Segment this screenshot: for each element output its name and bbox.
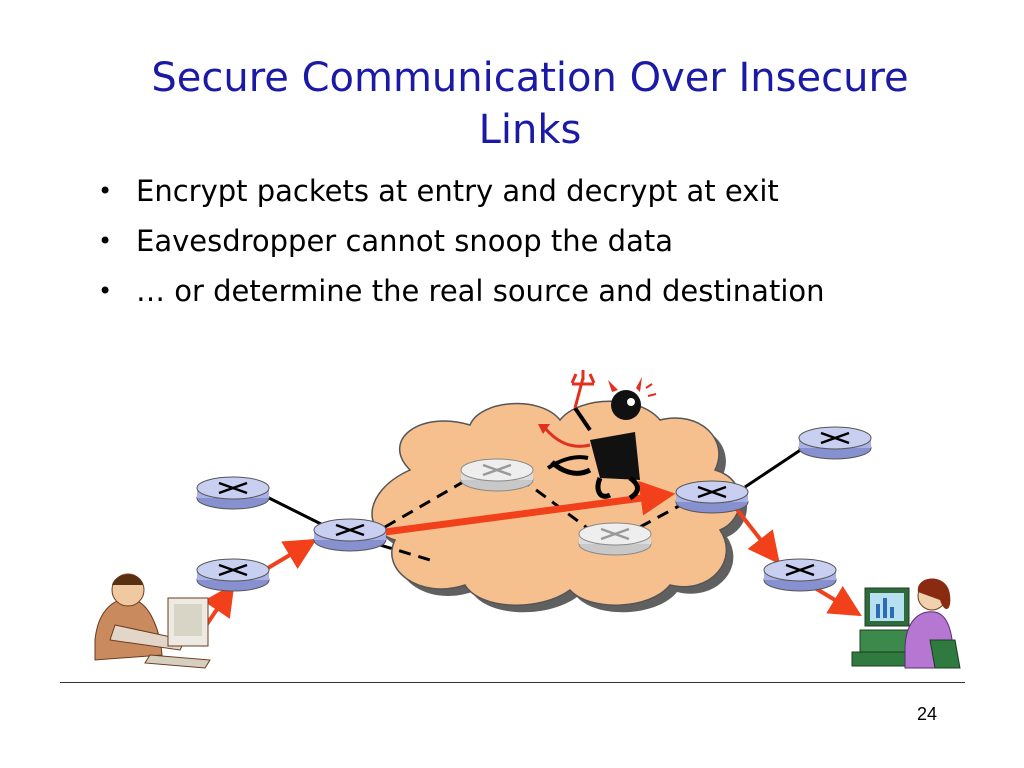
router-icon [460, 458, 534, 492]
packet-arrow [733, 505, 780, 565]
bullet-item: • … or determine the real source and dest… [96, 266, 825, 316]
bullet-text: Eavesdropper cannot snoop the data [136, 224, 673, 258]
router-icon [196, 558, 270, 592]
bullet-text: … or determine the real source and desti… [136, 274, 825, 308]
bullet-dot-icon: • [98, 277, 113, 305]
bullet-item: • Eavesdropper cannot snoop the data [96, 216, 825, 266]
router-icon [196, 476, 270, 510]
devil-eavesdropper-icon [538, 370, 657, 501]
user-at-computer-icon [94, 573, 211, 669]
page-number: 24 [916, 704, 937, 724]
encrypted-tunnel-arrow [384, 480, 676, 536]
router-icon [798, 426, 872, 460]
router-icon [578, 522, 652, 556]
bullet-dot-icon: • [98, 227, 113, 255]
bullet-text: Encrypt packets at entry and decrypt at … [136, 174, 779, 208]
network-diagram [94, 370, 961, 669]
link-line [744, 445, 806, 489]
link-line [264, 494, 326, 528]
bullet-item: • Encrypt packets at entry and decrypt at… [96, 166, 825, 216]
slide-title: Secure Communication Over Insecure Links [151, 55, 909, 153]
router-icon [675, 480, 749, 514]
bullet-list: • Encrypt packets at entry and decrypt at… [96, 166, 825, 316]
footer-divider [60, 682, 965, 683]
router-icon [313, 518, 387, 552]
user-at-computer-icon [851, 578, 961, 669]
packet-arrow [266, 538, 317, 570]
router-icon [763, 558, 837, 592]
bullet-dot-icon: • [98, 177, 113, 205]
